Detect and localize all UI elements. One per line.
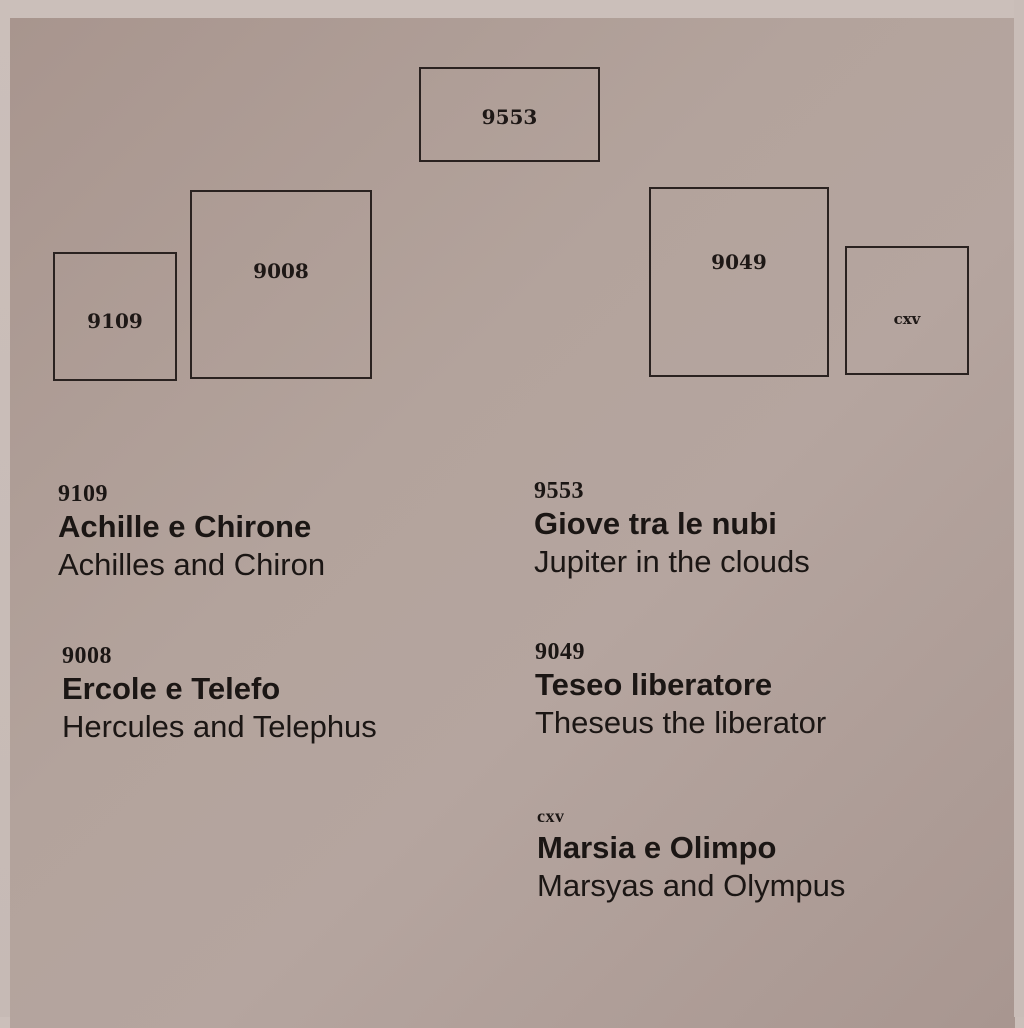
box-label: cxv bbox=[893, 309, 921, 328]
box-label: 9049 bbox=[711, 250, 767, 274]
title-english: Marsyas and Olympus bbox=[537, 868, 846, 903]
painting-box-9049: 9049 bbox=[649, 187, 829, 377]
title-italian: Teseo liberatore bbox=[535, 667, 773, 702]
painting-box-cxv: cxv bbox=[845, 246, 969, 375]
entry-9008: 9008 Ercole e Telefo Hercules and Teleph… bbox=[62, 642, 377, 746]
entry-cxv: cxv Marsia e Olimpo Marsyas and Olympus bbox=[537, 803, 845, 905]
title-italian: Achille e Chirone bbox=[58, 509, 312, 544]
entry-9109: 9109 Achille e Chirone Achilles and Chir… bbox=[58, 480, 325, 584]
title-italian: Ercole e Telefo bbox=[62, 671, 281, 706]
inventory-number: 9109 bbox=[58, 481, 108, 507]
painting-box-9109: 9109 bbox=[53, 252, 177, 381]
box-label: 9553 bbox=[481, 104, 538, 129]
inventory-number: cxv bbox=[537, 806, 565, 826]
inventory-number: 9008 bbox=[62, 643, 112, 669]
museum-label-panel bbox=[10, 18, 1015, 1028]
title-italian: Marsia e Olimpo bbox=[537, 830, 777, 865]
painting-box-9553: 9553 bbox=[419, 67, 600, 162]
title-english: Jupiter in the clouds bbox=[534, 544, 810, 579]
title-english: Achilles and Chiron bbox=[58, 547, 326, 582]
title-english: Hercules and Telephus bbox=[62, 709, 377, 744]
inventory-number: 9049 bbox=[535, 639, 585, 665]
title-italian: Giove tra le nubi bbox=[534, 506, 777, 541]
box-label: 9109 bbox=[87, 308, 143, 333]
entry-9049: 9049 Teseo liberatore Theseus the libera… bbox=[535, 638, 826, 742]
entry-9553: 9553 Giove tra le nubi Jupiter in the cl… bbox=[534, 477, 810, 581]
painting-box-9008: 9008 bbox=[190, 190, 372, 379]
title-english: Theseus the liberator bbox=[535, 705, 827, 740]
box-label: 9008 bbox=[253, 258, 309, 283]
inventory-number: 9553 bbox=[534, 478, 584, 504]
wall-edge bbox=[1014, 0, 1024, 1017]
